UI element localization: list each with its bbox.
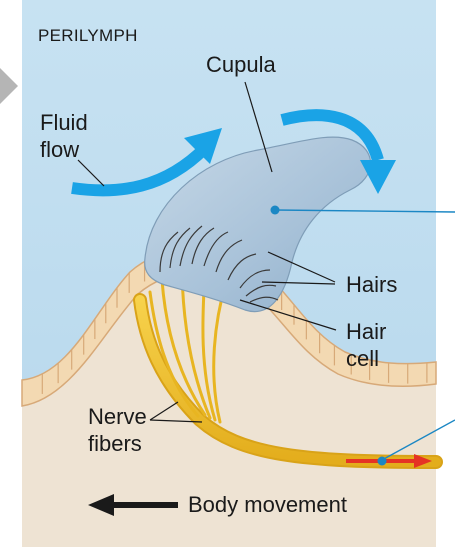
- nerve-fiber-bundle: [133, 270, 443, 469]
- crista-tissue: [22, 265, 436, 547]
- fluid-flow-label-line2: flow: [40, 137, 80, 162]
- perilymph-label: PERILYMPH: [38, 26, 138, 45]
- body-movement-label: Body movement: [188, 492, 347, 517]
- leader-lines: [77, 81, 337, 423]
- nerve-fibers-label-line2: fibers: [88, 431, 142, 456]
- cupula-gel: [144, 136, 372, 313]
- nerve-pointer-dot: [377, 456, 387, 466]
- pointer-lines: [274, 209, 455, 461]
- nerve-fibers-label-line1: Nerve: [88, 404, 147, 429]
- fluid-flow-arrow: [71, 143, 210, 197]
- cupula-deflection-arrowhead: [360, 160, 396, 194]
- hair-bundles: [159, 225, 279, 303]
- cupula-deflection-arrow: [280, 109, 384, 162]
- body-movement-arrowhead: [88, 494, 114, 516]
- cupula-pointer-dot: [270, 205, 280, 215]
- fluid-flow-arrowhead: [184, 128, 222, 164]
- left-chevron-icon: [0, 68, 18, 104]
- fluid-flow-label-line1: Fluid: [40, 110, 88, 135]
- nerve-signal-arrowhead: [414, 454, 432, 468]
- cupula-label: Cupula: [206, 52, 276, 77]
- hair-cell-label-line2: cell: [346, 346, 380, 371]
- hairs-label: Hairs: [346, 272, 398, 297]
- hair-cell-label-line1: Hair: [346, 319, 387, 344]
